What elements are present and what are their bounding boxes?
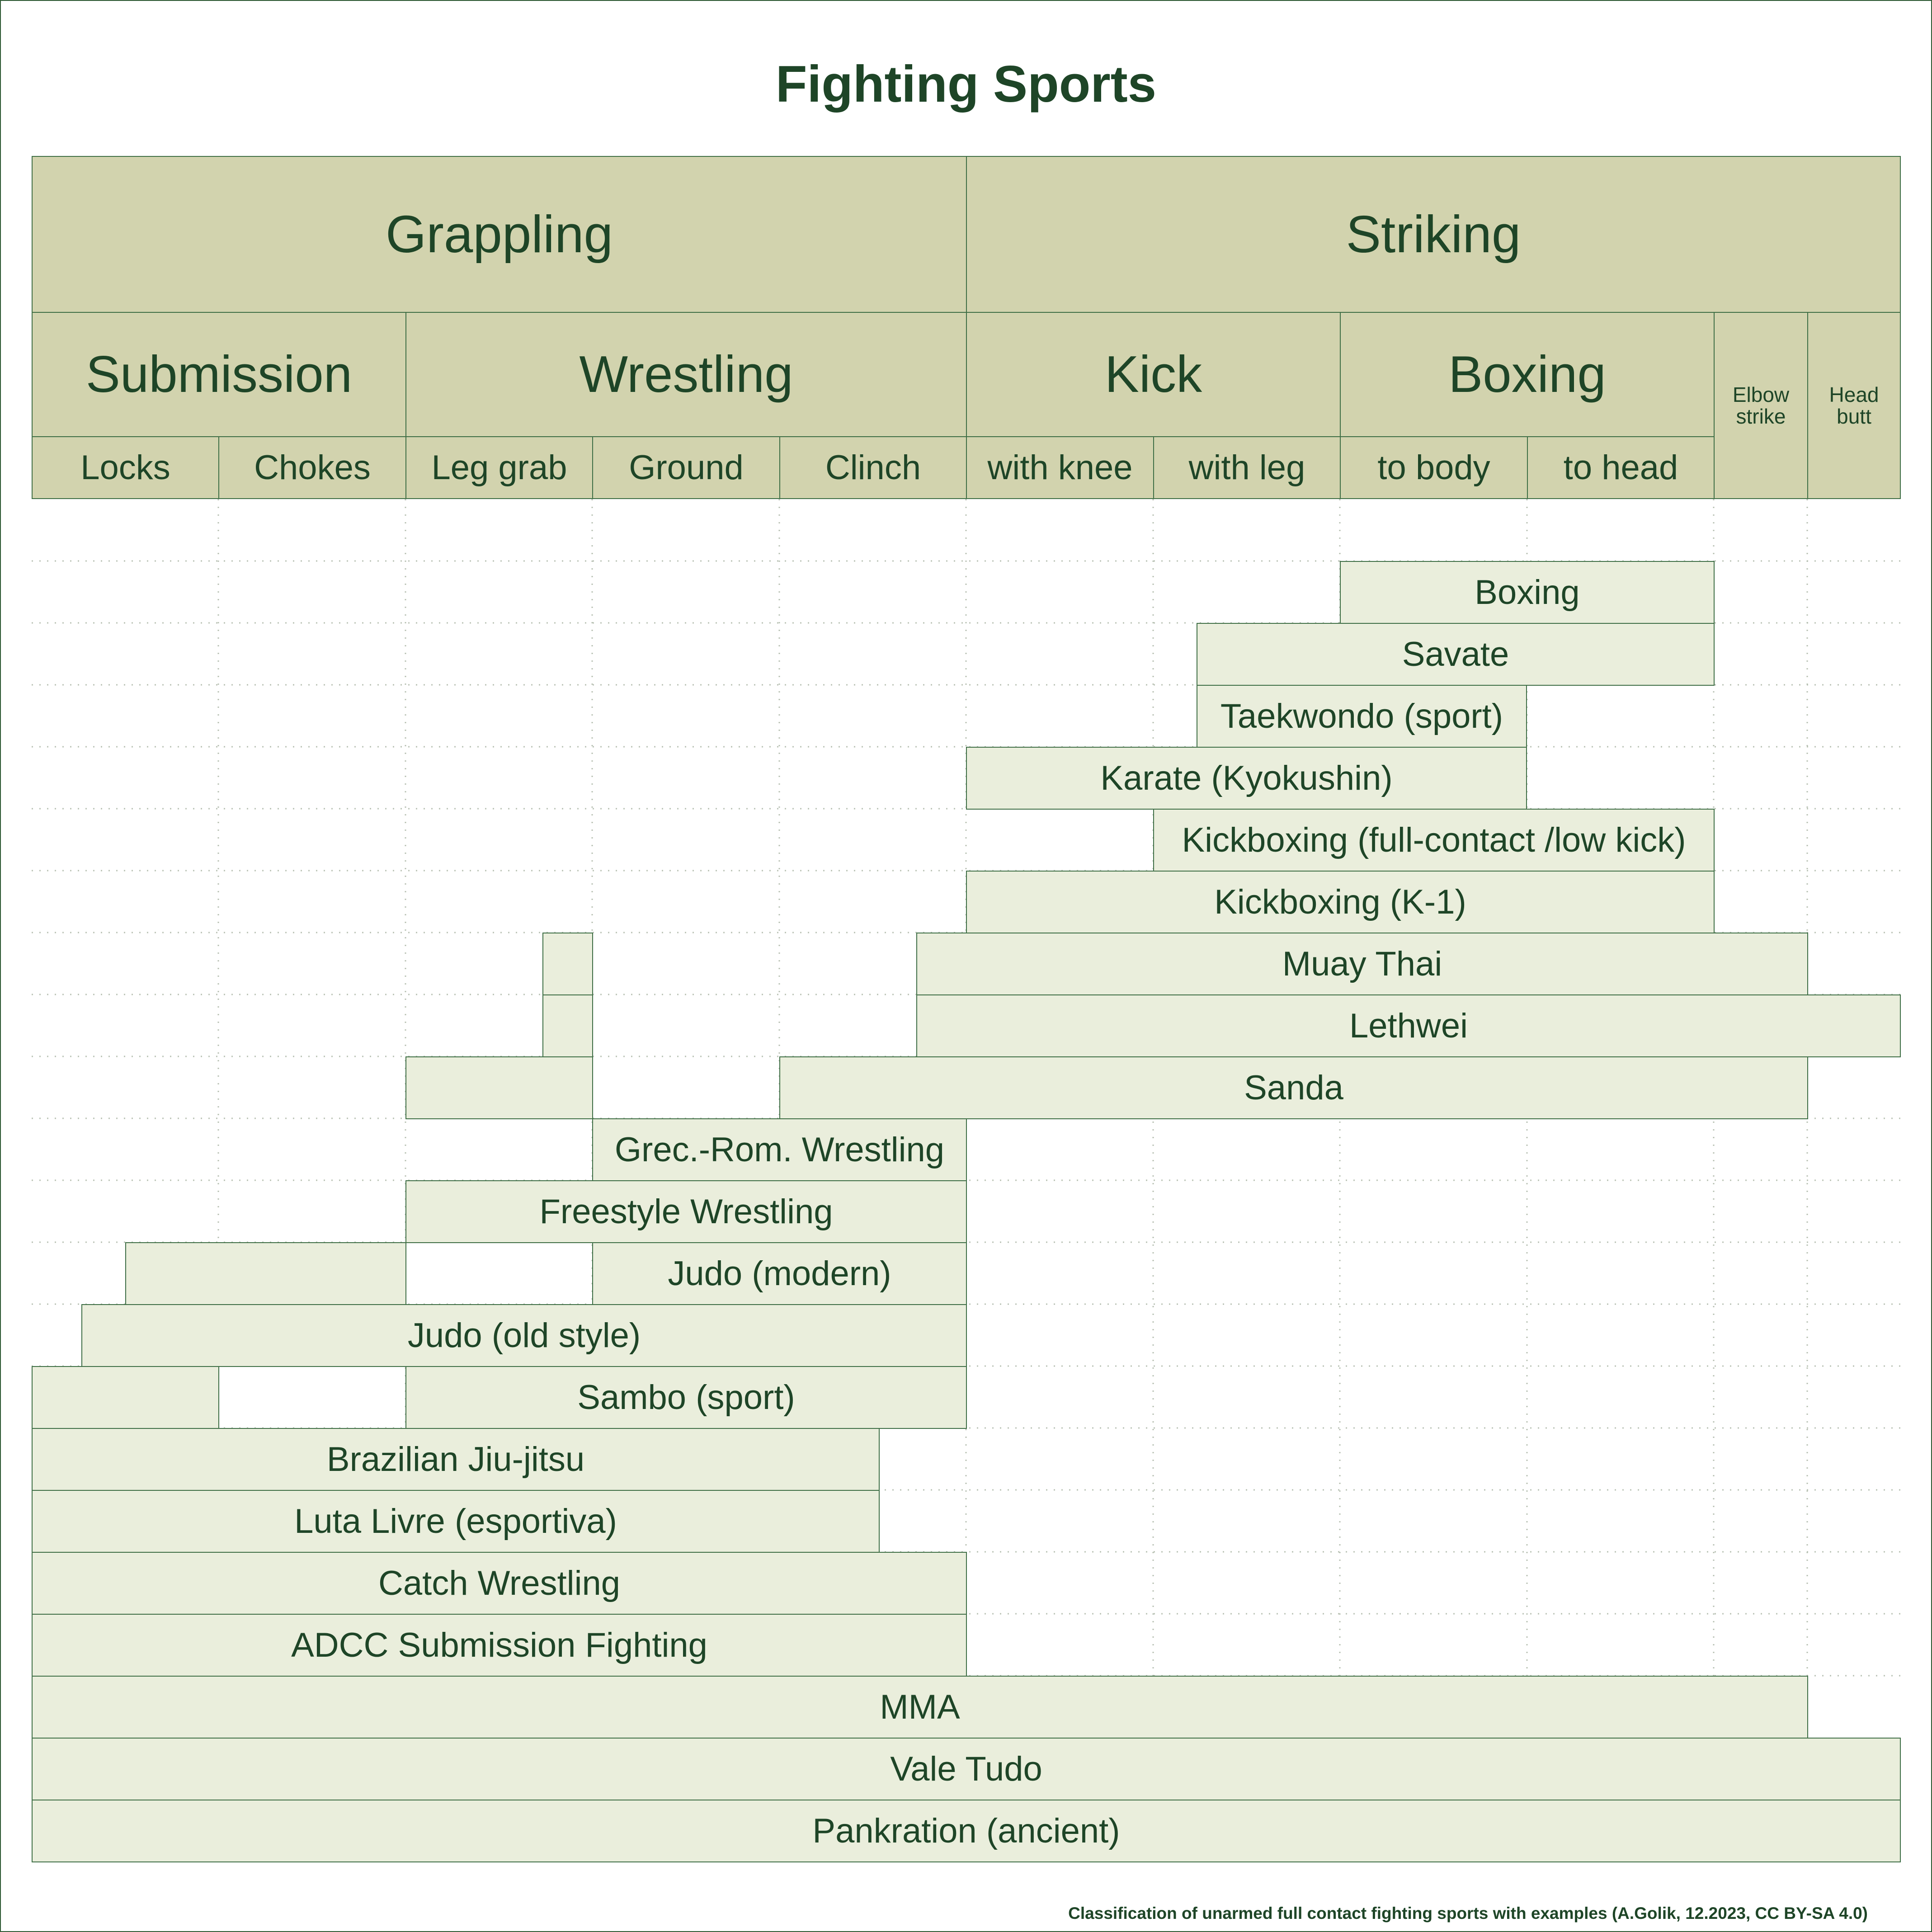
- muay-thai-leg-grab-segment: [542, 933, 593, 995]
- sport-bar-taekwondo: Taekwondo (sport): [1197, 685, 1527, 748]
- sport-bar-sambo-sport: Sambo (sport): [405, 1366, 967, 1429]
- sport-bar-judo-modern: Judo (modern): [592, 1242, 967, 1305]
- sport-bar-mma: MMA: [32, 1676, 1808, 1739]
- sport-bar-freestyle-wrestling: Freestyle Wrestling: [405, 1180, 967, 1243]
- header-wrestling: Wrestling: [405, 312, 967, 437]
- sport-bar-vale-tudo: Vale Tudo: [32, 1738, 1901, 1800]
- judo-modern-submission-segment: [125, 1242, 406, 1305]
- sport-bar-judo-old-style: Judo (old style): [81, 1304, 967, 1367]
- column-chokes: Chokes: [218, 436, 406, 499]
- lethwei-leg-grab-segment: [542, 994, 593, 1057]
- header-striking: Striking: [966, 156, 1901, 313]
- diagram-title: Fighting Sports: [775, 56, 1157, 113]
- sport-bar-adcc: ADCC Submission Fighting: [32, 1614, 967, 1677]
- sport-bar-sanda: Sanda: [779, 1056, 1808, 1119]
- sport-bar-catch-wrestling: Catch Wrestling: [32, 1552, 967, 1615]
- sport-bar-kickboxing-k1: Kickboxing (K-1): [966, 871, 1715, 933]
- header-elbow-strike: Elbow strike: [1714, 312, 1808, 499]
- sport-bar-kickboxing-full-contact: Kickboxing (full-contact /low kick): [1153, 809, 1715, 872]
- sambo-locks-segment: [32, 1366, 219, 1429]
- sport-bar-muay-thai: Muay Thai: [916, 933, 1808, 995]
- sport-bar-savate: Savate: [1197, 623, 1715, 686]
- column-locks: Locks: [32, 436, 219, 499]
- column-leg-grab: Leg grab: [405, 436, 593, 499]
- sport-bar-lethwei: Lethwei: [916, 994, 1901, 1057]
- sport-bar-brazilian-jiu-jitsu: Brazilian Jiu-jitsu: [32, 1428, 880, 1491]
- header-boxing: Boxing: [1340, 312, 1715, 437]
- header-grappling: Grappling: [32, 156, 967, 313]
- column-ground: Ground: [592, 436, 780, 499]
- sport-bar-pankration: Pankration (ancient): [32, 1800, 1901, 1862]
- column-clinch: Clinch: [779, 436, 967, 499]
- sport-bar-luta-livre: Luta Livre (esportiva): [32, 1490, 880, 1553]
- header-kick: Kick: [966, 312, 1341, 437]
- sport-bar-boxing: Boxing: [1340, 561, 1715, 624]
- header-submission: Submission: [32, 312, 406, 437]
- footer-credit: Classification of unarmed full contact f…: [1068, 1904, 1868, 1923]
- sport-bar-greco-roman-wrestling: Grec.-Rom. Wrestling: [592, 1118, 967, 1181]
- header-head-butt: Head butt: [1807, 312, 1901, 499]
- sport-bar-karate-kyokushin: Karate (Kyokushin): [966, 747, 1527, 810]
- column-to-head: to head: [1527, 436, 1715, 499]
- column-to-body: to body: [1340, 436, 1528, 499]
- sanda-leg-grab-segment: [405, 1056, 593, 1119]
- column-with-knee: with knee: [966, 436, 1154, 499]
- column-with-leg: with leg: [1153, 436, 1341, 499]
